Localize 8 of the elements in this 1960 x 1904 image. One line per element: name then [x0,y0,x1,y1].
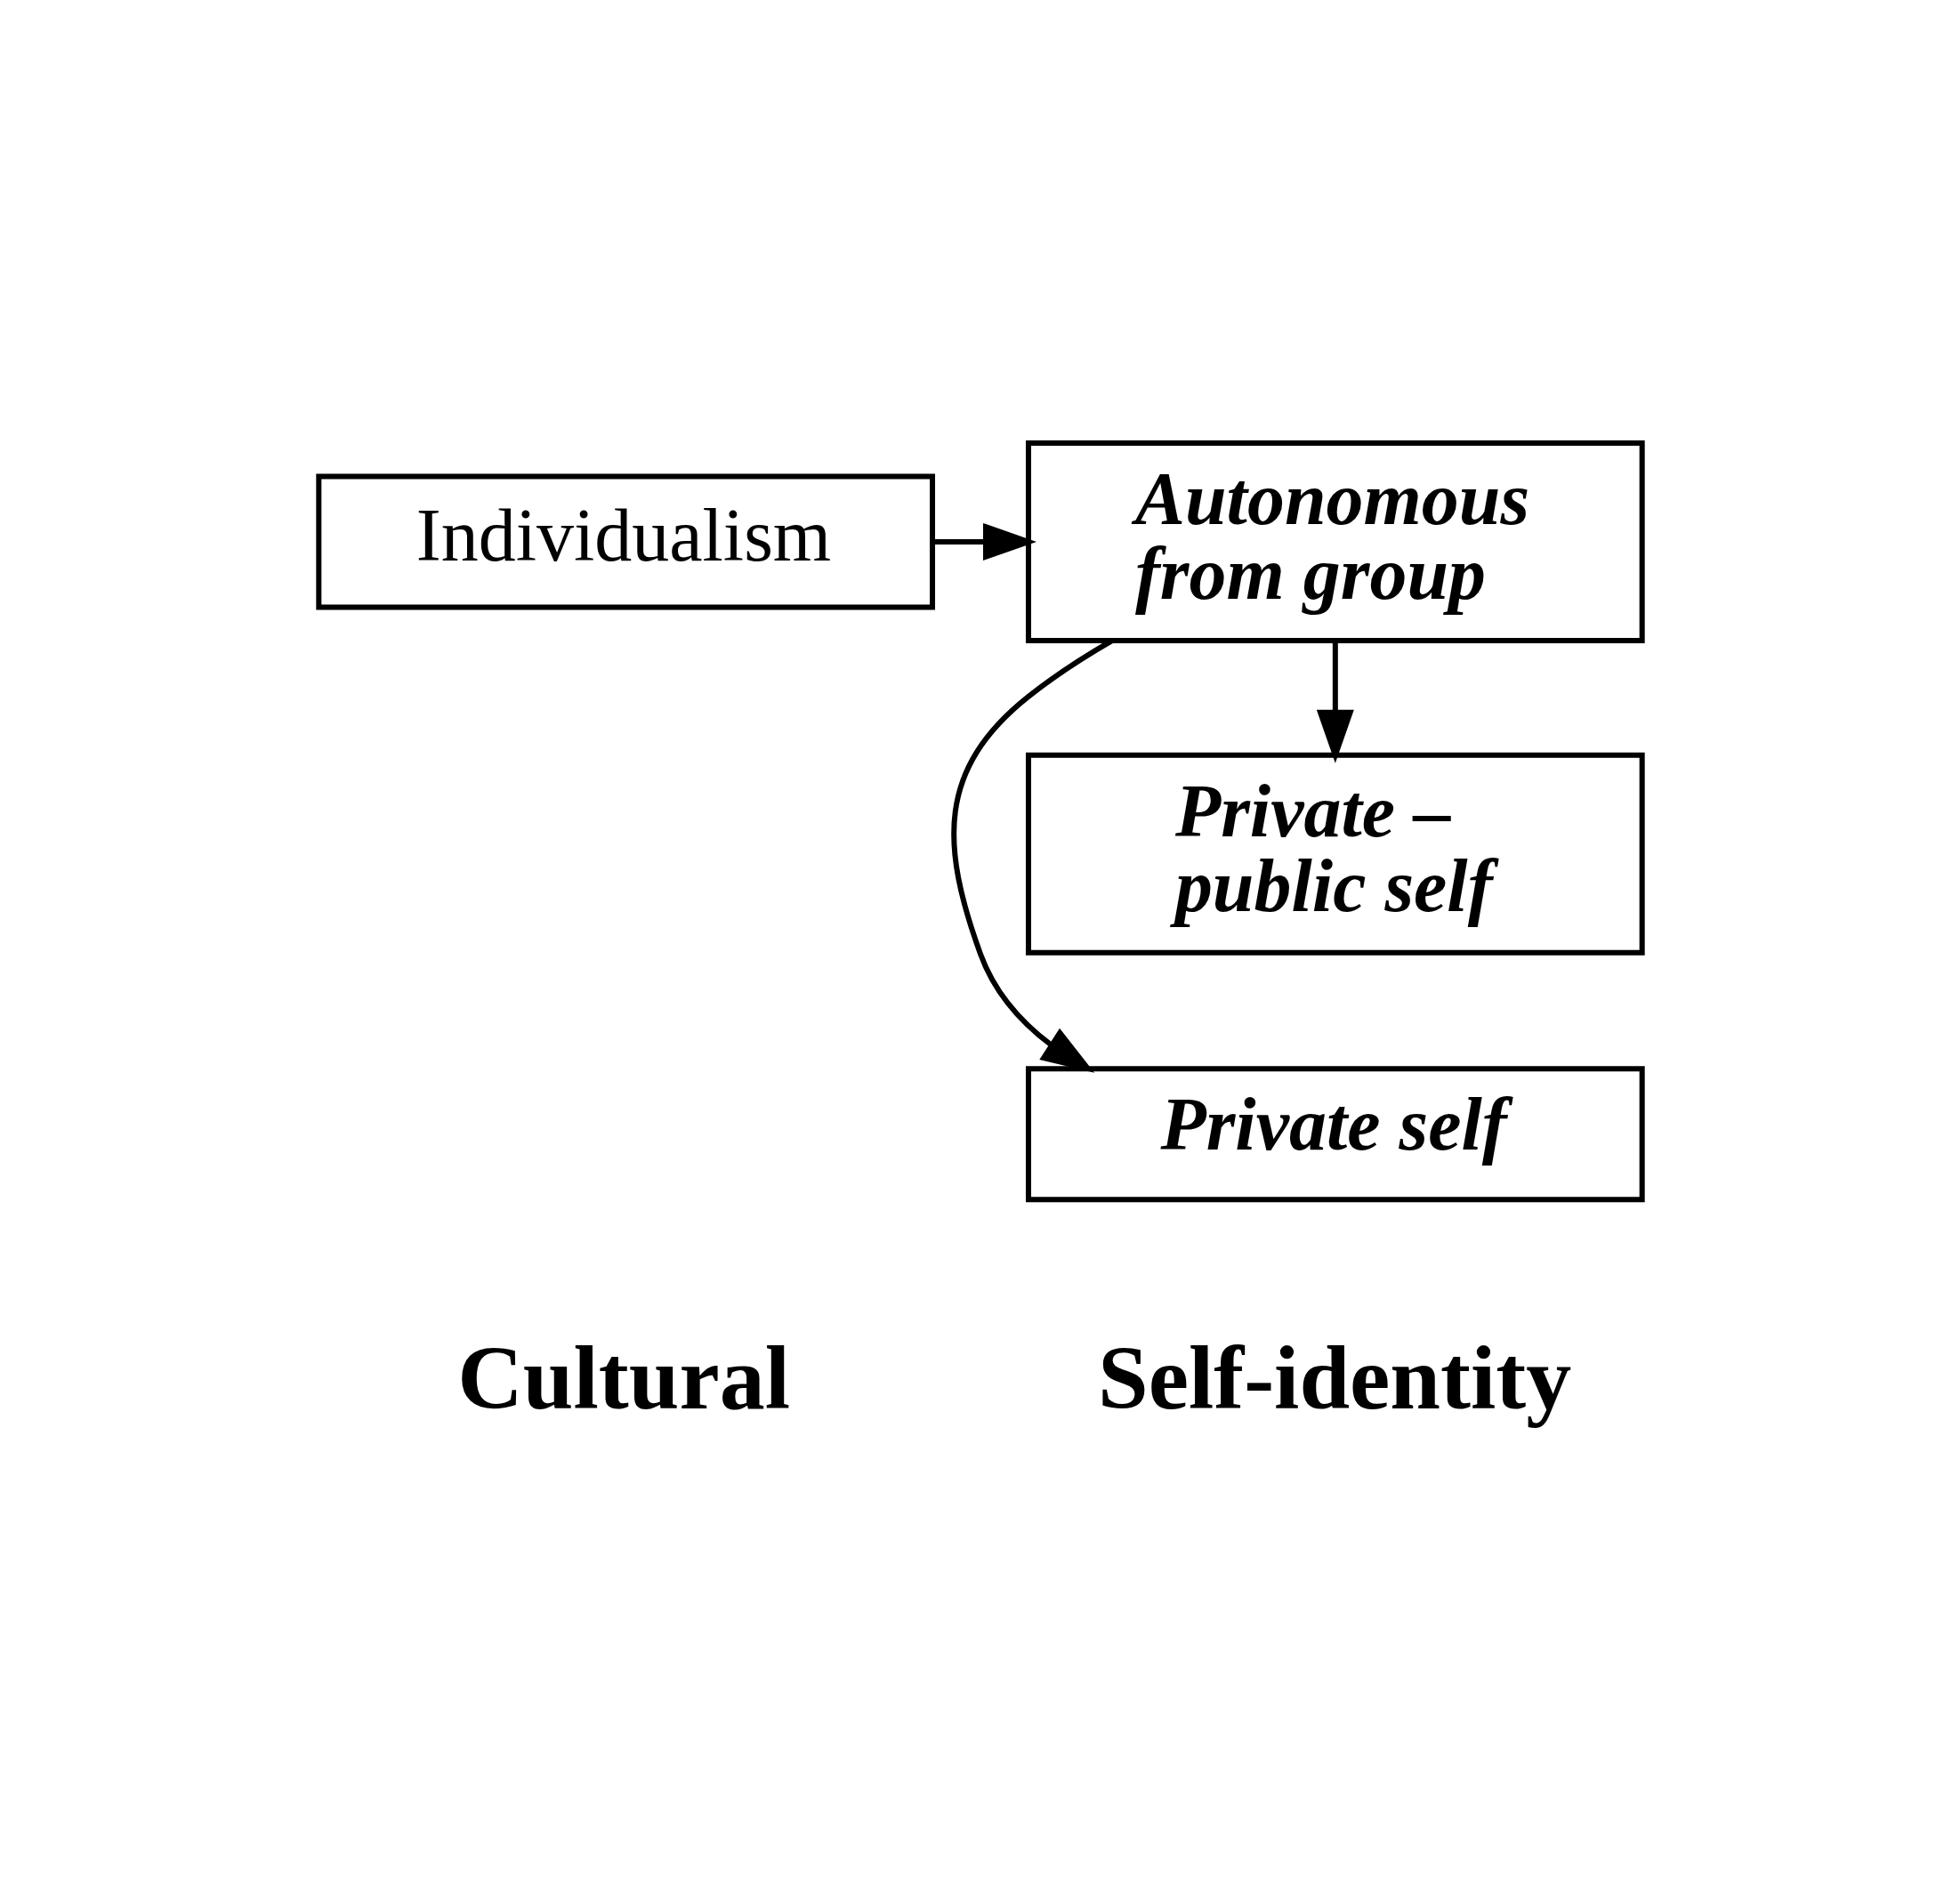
label: Cultural [456,1327,790,1428]
arrow [1316,641,1354,763]
node-box: Individualism [315,473,935,610]
label: Self-identity [1097,1327,1571,1428]
node-box: Autonomous from group [1025,440,1645,643]
node-box: Private – public self [1025,752,1645,956]
arrow [932,522,1036,561]
node-box: Private self [1025,1066,1645,1203]
